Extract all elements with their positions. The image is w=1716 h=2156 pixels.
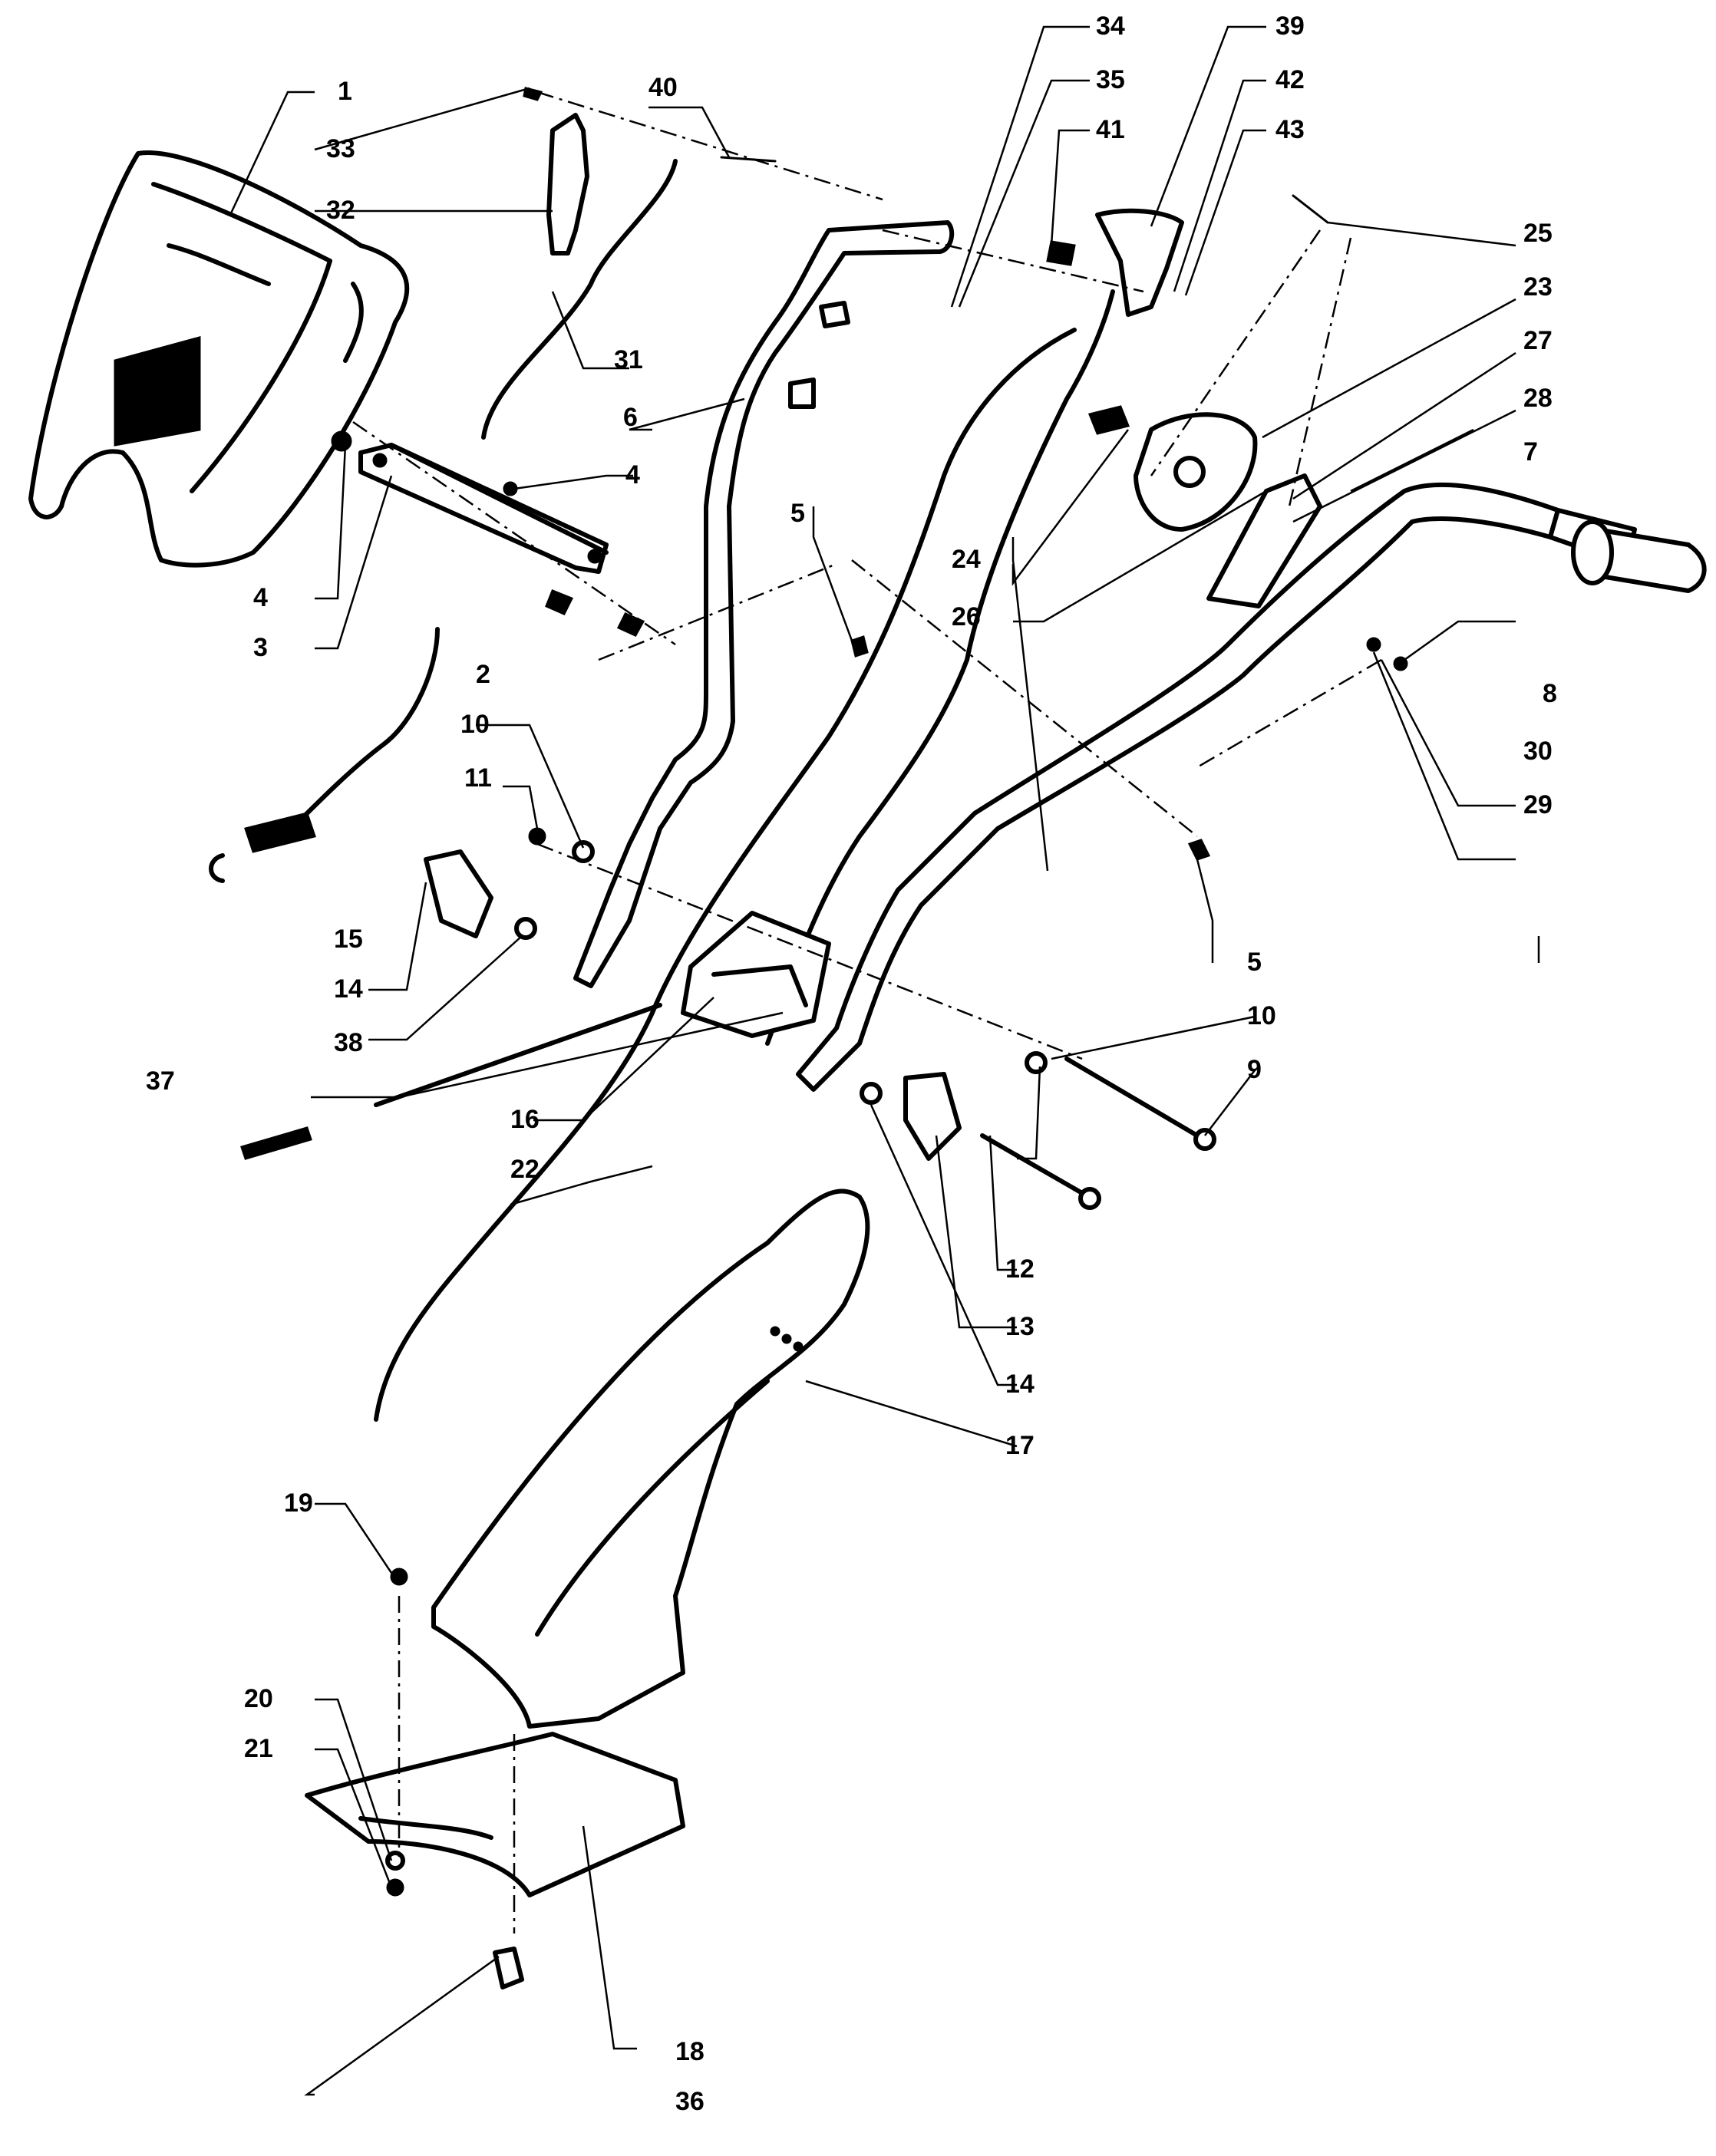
callout-28: 28 xyxy=(1523,384,1553,413)
part-23-24-control xyxy=(1087,405,1258,532)
callout-36: 36 xyxy=(675,2087,705,2116)
callout-23: 23 xyxy=(1523,272,1553,302)
callout-25: 25 xyxy=(1523,219,1553,248)
part-19-screw xyxy=(390,1568,408,1586)
callout-27: 27 xyxy=(1523,326,1553,355)
callout-14b: 14 xyxy=(1005,1370,1035,1399)
callout-numbers: 1 33 32 40 31 6 4 4 3 2 5 10 11 15 14 38… xyxy=(146,12,1557,2116)
part-30-washer xyxy=(1393,656,1408,671)
part-38-rod xyxy=(374,1003,662,1107)
part-14b-washer xyxy=(860,1082,883,1105)
part-10-washer xyxy=(572,840,595,863)
callout-33: 33 xyxy=(326,134,355,163)
callout-1: 1 xyxy=(338,77,352,106)
callout-4a: 4 xyxy=(625,460,640,490)
part-3-crossbar xyxy=(331,430,609,574)
part-21-nut xyxy=(386,1878,404,1897)
callout-21: 21 xyxy=(244,1734,273,1763)
part-14-washer xyxy=(514,917,537,940)
callout-34: 34 xyxy=(1096,12,1125,41)
callout-9: 9 xyxy=(1247,1055,1262,1084)
callout-20: 20 xyxy=(244,1684,273,1713)
part-5-bolt xyxy=(850,635,869,658)
callout-32: 32 xyxy=(326,196,355,225)
callout-31: 31 xyxy=(614,345,643,374)
part-1-hand-guard xyxy=(28,150,410,568)
spring-cable xyxy=(209,627,440,883)
callout-29: 29 xyxy=(1523,790,1553,819)
callout-10b: 10 xyxy=(1247,1001,1276,1030)
part-13-knob xyxy=(903,1072,962,1161)
part-8-grip xyxy=(1571,519,1707,593)
part-31-32-33-lever-cable xyxy=(481,87,678,440)
callout-24: 24 xyxy=(952,545,981,574)
callout-7: 7 xyxy=(1523,437,1538,466)
callout-26: 26 xyxy=(952,602,981,631)
callout-5b: 5 xyxy=(1247,948,1262,977)
part-37-spacer xyxy=(240,1126,312,1160)
callout-39: 39 xyxy=(1275,12,1305,41)
part-39-41-lever-assembly xyxy=(1046,208,1184,317)
callout-41: 41 xyxy=(1096,115,1125,144)
callout-14a: 14 xyxy=(334,974,363,1004)
callout-17: 17 xyxy=(1005,1431,1035,1460)
part-27-28-lever xyxy=(1206,473,1322,608)
callout-12: 12 xyxy=(1005,1254,1035,1284)
callout-3: 3 xyxy=(253,633,268,662)
callout-15: 15 xyxy=(334,925,363,954)
part-7-right-handlebar xyxy=(796,482,1637,1092)
part-17-chute xyxy=(431,1188,870,1729)
part-15-knob xyxy=(424,849,493,938)
part-29-nut xyxy=(1366,637,1381,652)
callout-43: 43 xyxy=(1275,115,1305,144)
callout-40: 40 xyxy=(648,73,678,102)
callout-19: 19 xyxy=(284,1488,313,1518)
callout-38: 38 xyxy=(334,1028,363,1057)
part-16-bracket xyxy=(681,911,831,1038)
part-36-clip xyxy=(493,1947,524,1990)
callout-37: 37 xyxy=(146,1066,175,1096)
callout-42: 42 xyxy=(1275,65,1305,94)
part-10b-washer xyxy=(1025,1051,1048,1074)
part-11-nut xyxy=(528,827,546,846)
callout-10a: 10 xyxy=(460,710,490,739)
part-5b-bolt xyxy=(1187,839,1211,861)
callout-35: 35 xyxy=(1096,65,1125,94)
callout-6: 6 xyxy=(623,403,638,432)
callout-22: 22 xyxy=(510,1155,540,1184)
part-6-left-handlebar xyxy=(573,220,955,988)
callout-16: 16 xyxy=(510,1105,540,1134)
callout-8: 8 xyxy=(1543,679,1557,708)
callout-13: 13 xyxy=(1005,1312,1035,1341)
callout-11: 11 xyxy=(464,763,492,793)
part-18-base-plate xyxy=(305,1732,685,1897)
leader-lines xyxy=(229,25,1540,2096)
assembly-lines xyxy=(352,91,1382,1933)
callout-2: 2 xyxy=(476,660,490,689)
callout-4b: 4 xyxy=(253,583,268,612)
part-22-cable xyxy=(374,289,1115,1422)
part-25-pin xyxy=(1292,194,1329,224)
callout-18: 18 xyxy=(675,2037,705,2066)
part-40-pin xyxy=(720,156,777,163)
part-12-bolt xyxy=(980,1133,1101,1210)
part-9-bolt xyxy=(1064,1057,1216,1151)
callout-5a: 5 xyxy=(790,499,805,528)
callout-30: 30 xyxy=(1523,737,1553,766)
